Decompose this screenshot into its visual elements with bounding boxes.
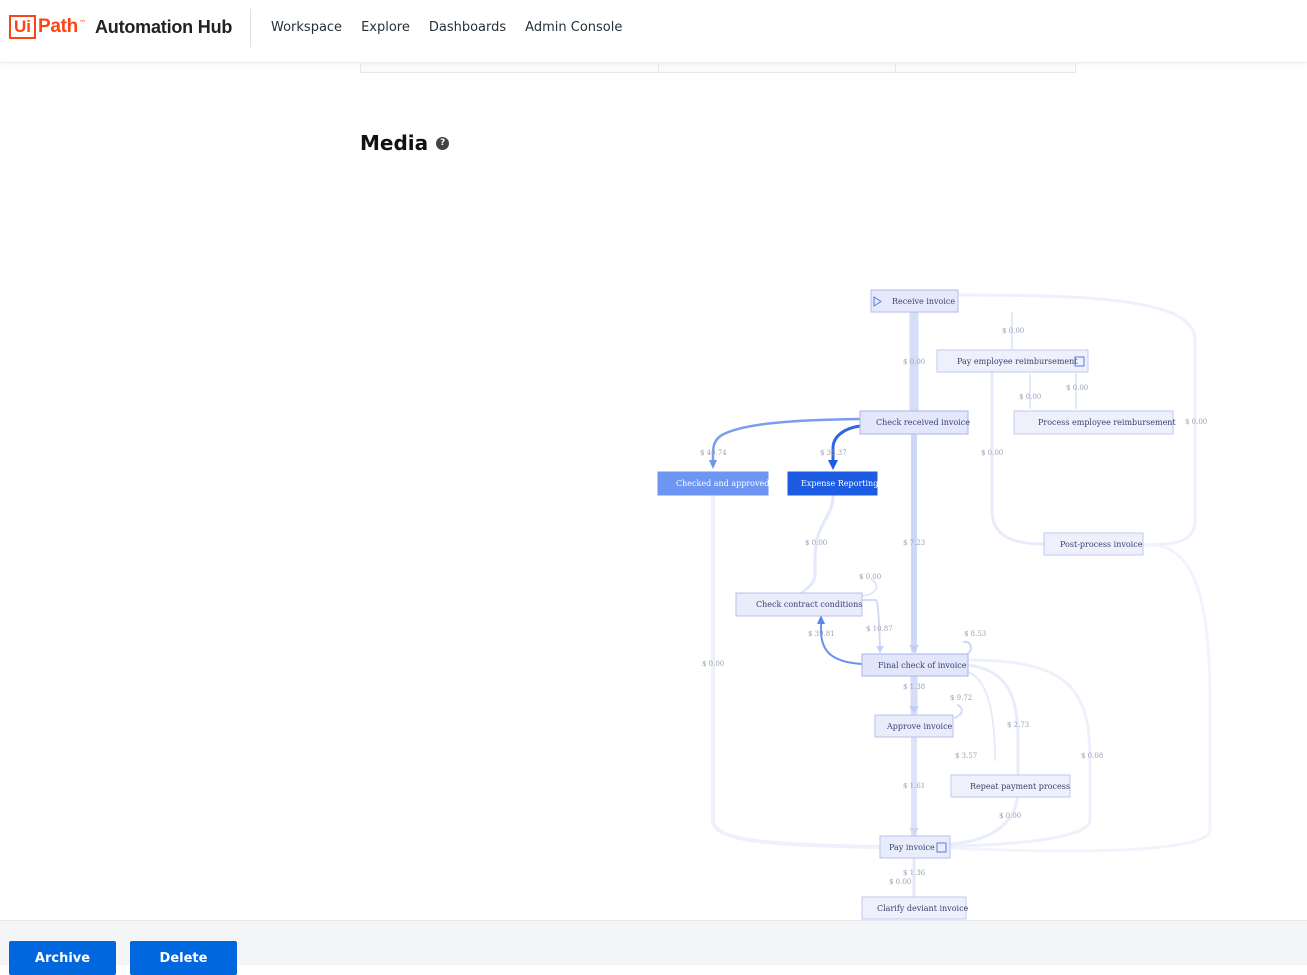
process-edge [711, 417, 862, 462]
help-icon[interactable]: ? [436, 136, 450, 150]
footer-action-bar: Archive Delete [0, 920, 1307, 975]
node-receive-invoice[interactable]: Receive invoice [870, 289, 959, 313]
process-edge [948, 663, 1020, 846]
node-pay-invoice[interactable]: Pay invoice [879, 835, 951, 859]
node-pay-employee-reimbursement[interactable]: Pay employee reimbursement [936, 349, 1089, 373]
edge-label: $ 8.53 [964, 630, 986, 638]
logo-ui-mark: Ui [9, 15, 36, 39]
node-check-received-invoice[interactable]: Check received invoice [859, 410, 970, 435]
node-check-contract-conditions[interactable]: Check contract conditions [735, 592, 863, 617]
edge-label: $ 0.00 [805, 539, 827, 547]
node-label: Clarify deviant invoice [877, 904, 969, 913]
edge-label: $ 39.81 [808, 630, 835, 638]
node-label: Expense Reporting [801, 479, 878, 488]
table-column-divider [895, 62, 896, 72]
edge-label: $ 33.37 [820, 449, 847, 457]
process-edge [820, 617, 863, 665]
media-title: Media [360, 131, 429, 155]
edge-arrowhead [828, 460, 838, 470]
edge-label: $ 0.00 [702, 660, 724, 668]
process-edge [950, 543, 1212, 853]
node-process-employee-reimbursement[interactable]: Process employee reimbursement [1013, 410, 1176, 435]
edge-label: $ 0.08 [1081, 752, 1103, 760]
node-post-process-invoice[interactable]: Post-process invoice [1043, 532, 1144, 556]
node-label: Approve invoice [886, 722, 953, 731]
edge-label: $ 0.00 [1002, 327, 1024, 335]
node-label: Check received invoice [876, 418, 970, 427]
main-nav: Workspace Explore Dashboards Admin Conso… [271, 20, 622, 35]
delete-button[interactable]: Delete [130, 941, 237, 975]
node-label: Repeat payment process [970, 782, 1070, 791]
node-label: Pay invoice [889, 843, 935, 852]
end-icon [936, 842, 947, 853]
table-bottom-edge [360, 62, 1076, 73]
node-label: Check contract conditions [756, 600, 862, 609]
edge-arrowhead [909, 645, 919, 652]
edge-label: $ 40.74 [700, 449, 727, 457]
node-final-check-of-invoice[interactable]: Final check of invoice [861, 653, 969, 677]
node-expense-reporting[interactable]: Expense Reporting [787, 471, 878, 496]
node-repeat-payment-process[interactable]: Repeat payment process [950, 774, 1071, 798]
end-icon [1074, 356, 1085, 367]
node-label: Post-process invoice [1060, 540, 1143, 549]
edge-label: $ 0.00 [1019, 393, 1041, 401]
table-column-divider [658, 62, 659, 72]
nav-explore[interactable]: Explore [361, 20, 410, 35]
edge-label: $ 0.00 [981, 449, 1003, 457]
process-edge [954, 704, 963, 719]
edge-arrowhead [909, 828, 919, 835]
edge-label: $ 1.61 [903, 782, 925, 790]
edge-label: $ 10.87 [866, 625, 893, 633]
node-approve-invoice[interactable]: Approve invoice [874, 714, 954, 738]
process-edge [831, 424, 862, 464]
archive-button[interactable]: Archive [9, 941, 116, 975]
edge-label: $ 0.00 [1185, 418, 1207, 426]
edge-label: $ 9.72 [950, 694, 972, 702]
process-edge [950, 658, 1092, 848]
node-label: Final check of invoice [878, 661, 967, 670]
process-edge [967, 671, 996, 761]
edge-label: $ 0.00 [999, 812, 1021, 820]
process-edge [861, 579, 878, 597]
edge-arrowhead [709, 460, 717, 469]
nav-workspace[interactable]: Workspace [271, 20, 343, 35]
node-checked-and-approved[interactable]: Checked and approved [657, 471, 769, 496]
edge-arrowhead [909, 706, 919, 713]
process-edge [711, 493, 882, 849]
top-navigation-bar: Ui Path ™ Automation Hub Workspace Explo… [0, 0, 1307, 63]
process-map-image[interactable]: Receive invoice Pay employee reimburseme… [0, 0, 1307, 920]
logo-path-text: Path [38, 16, 78, 37]
edge-label: $ 7.23 [903, 539, 925, 547]
process-edge [963, 640, 972, 656]
process-edge [798, 493, 835, 597]
edge-label: $ 1.38 [903, 683, 925, 691]
node-label: Checked and approved [676, 479, 769, 488]
logo-trademark: ™ [78, 19, 86, 27]
node-clarify-deviant-invoice[interactable]: Clarify deviant invoice [861, 896, 969, 920]
edge-label: $ 0.00 [1066, 384, 1088, 392]
edge-label: $ 2.73 [1007, 721, 1029, 729]
start-icon [873, 296, 882, 307]
media-section-heading: Media ? [360, 131, 450, 155]
node-label: Process employee reimbursement [1038, 418, 1176, 427]
nav-admin-console[interactable]: Admin Console [525, 20, 623, 35]
edge-label: $ 0.00 [859, 573, 881, 581]
process-edge [990, 368, 1046, 546]
header-divider [250, 9, 251, 47]
edge-label: $ 3.57 [955, 752, 977, 760]
nav-dashboards[interactable]: Dashboards [428, 20, 507, 35]
edge-label: $ 0.00 [889, 878, 911, 886]
uipath-automation-hub-logo[interactable]: Ui Path ™ Automation Hub [9, 14, 232, 40]
edge-label: $ 0.00 [903, 358, 925, 366]
edge-label: $ 1.36 [903, 869, 926, 877]
node-label: Receive invoice [892, 297, 955, 306]
logo-product-name: Automation Hub [94, 16, 233, 37]
edge-arrowhead [876, 646, 884, 653]
node-label: Pay employee reimbursement [957, 357, 1078, 366]
process-edge [861, 599, 881, 653]
